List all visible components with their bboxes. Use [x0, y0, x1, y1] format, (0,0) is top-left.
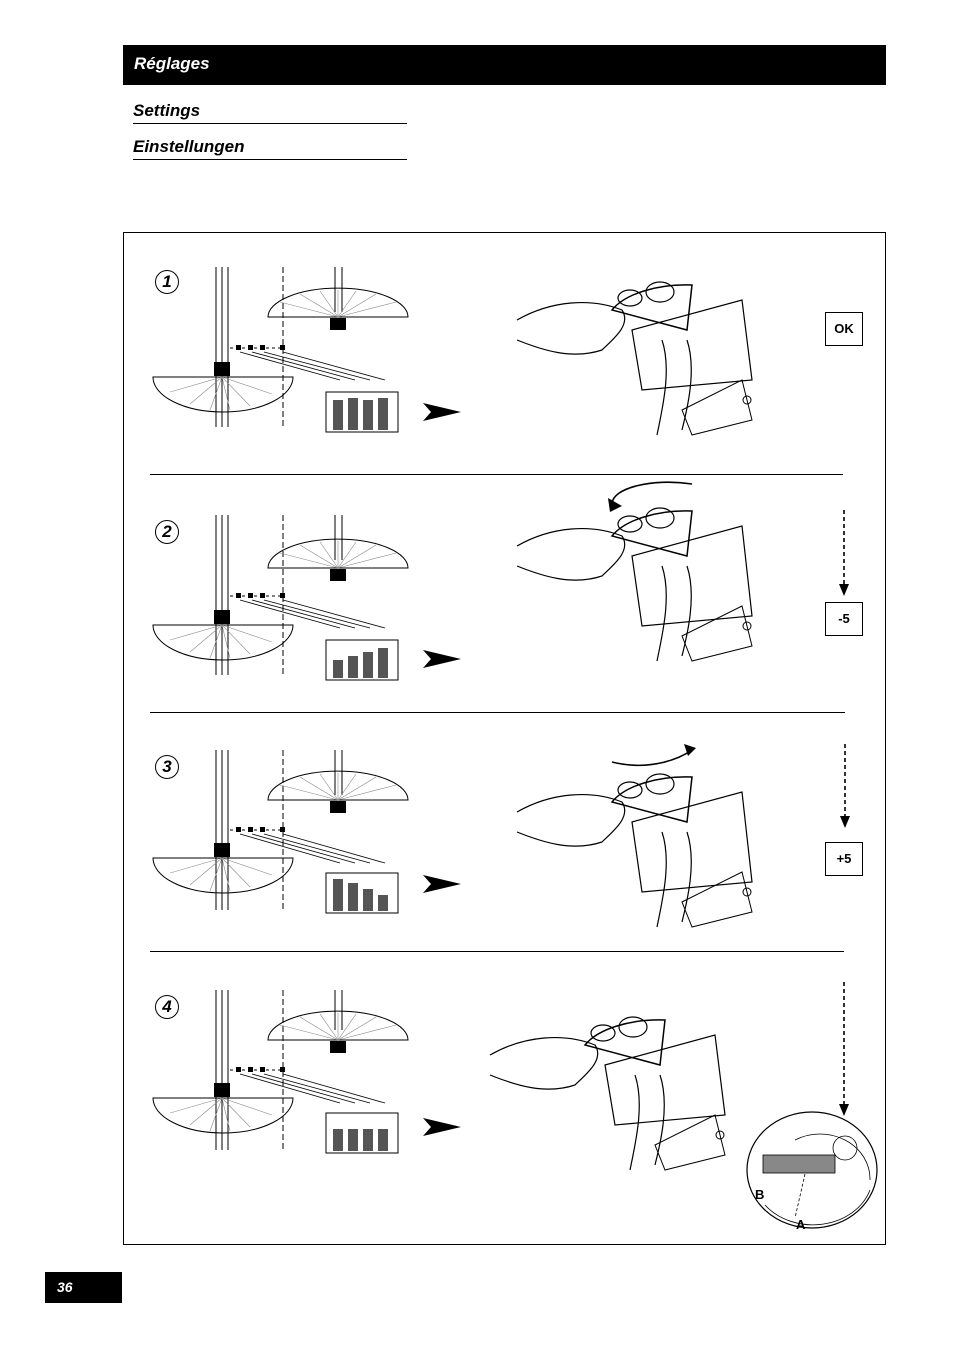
pointer-arrow-icon [423, 648, 461, 670]
hand-adjusting-dial-illustration-1 [512, 270, 762, 440]
spread-pattern-diagram-1 [150, 262, 412, 434]
spread-pattern-diagram-3 [150, 745, 412, 917]
pointer-arrow-icon [423, 873, 461, 895]
header-bar: Réglages [123, 45, 886, 85]
detail-label-b: B [755, 1187, 764, 1202]
step-separator [150, 951, 844, 952]
step-separator [150, 712, 845, 713]
hand-adjusting-dial-illustration-3 [512, 742, 762, 930]
spread-pattern-diagram-2 [150, 510, 412, 682]
hand-adjusting-dial-illustration-4 [485, 1005, 735, 1175]
result-label-minus5: -5 [825, 602, 863, 636]
subtitle-einstellungen: Einstellungen [133, 137, 407, 160]
dashed-down-arrow [837, 742, 853, 830]
result-label-plus5: +5 [825, 842, 863, 876]
hand-adjusting-dial-illustration-2 [512, 476, 762, 666]
step-separator [150, 474, 843, 475]
page-number-tab: 36 [45, 1272, 122, 1303]
detail-label-a: A [796, 1217, 805, 1232]
detail-magnifier-illustration [745, 1110, 880, 1235]
result-label-ok: OK [825, 312, 863, 346]
page-number: 36 [57, 1279, 73, 1295]
pointer-arrow-icon [423, 401, 461, 423]
subtitle-settings: Settings [133, 101, 407, 124]
header-title: Réglages [134, 54, 210, 74]
dashed-down-arrow [836, 980, 852, 1120]
dashed-down-arrow [836, 508, 852, 598]
pointer-arrow-icon [423, 1116, 461, 1138]
spread-pattern-diagram-4 [150, 985, 412, 1157]
